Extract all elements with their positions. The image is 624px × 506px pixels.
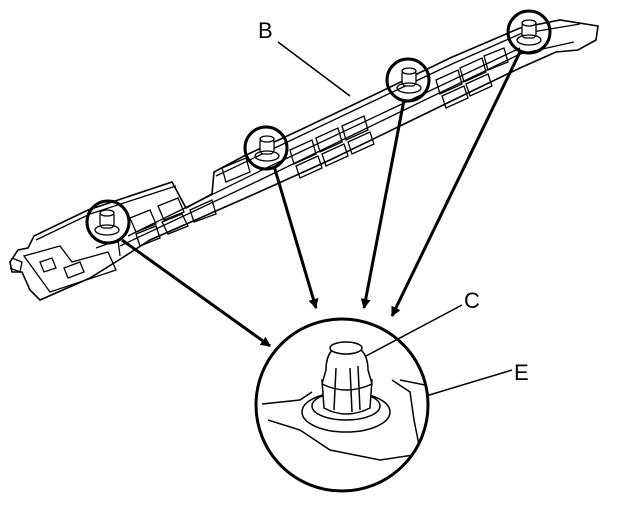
highlight-circle-1 xyxy=(85,199,131,245)
clip-3 xyxy=(396,67,422,94)
arrow-1 xyxy=(121,238,271,348)
leader-lines xyxy=(277,41,513,397)
pointer-arrows xyxy=(121,51,522,348)
highlight-circle-4 xyxy=(506,9,552,55)
highlight-circle-2 xyxy=(243,125,289,171)
leader-c xyxy=(365,304,463,357)
highlight-circle-3 xyxy=(385,57,431,103)
leader-b xyxy=(277,41,351,97)
clip-1 xyxy=(94,209,120,236)
label-c: C xyxy=(464,288,480,313)
label-b: B xyxy=(258,18,273,43)
clip-highlight-circles xyxy=(85,9,552,245)
leader-e xyxy=(425,369,513,397)
detail-circle xyxy=(254,317,430,493)
arrow-3 xyxy=(360,99,406,309)
detail-view xyxy=(254,317,430,493)
arrow-4 xyxy=(390,51,522,317)
clip-4 xyxy=(516,19,542,46)
clip-2 xyxy=(254,135,280,162)
arrow-2 xyxy=(272,165,319,309)
label-e: E xyxy=(514,360,529,385)
